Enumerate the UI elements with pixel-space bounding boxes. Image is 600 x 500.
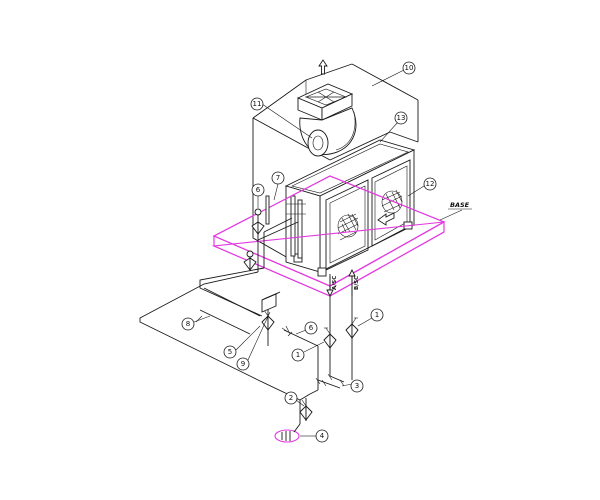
leader-lines (193, 69, 425, 437)
airflow-up-arrow (318, 59, 328, 75)
svg-text:10: 10 (405, 64, 414, 72)
valves (243, 221, 359, 422)
fittings (195, 315, 345, 387)
upper-enclosure (252, 63, 419, 259)
svg-text:11: 11 (253, 100, 262, 108)
svg-text:3: 3 (355, 382, 359, 390)
floor-drain (274, 423, 301, 443)
callout-8: 8 (181, 317, 195, 331)
svg-text:6: 6 (309, 324, 314, 332)
callout-13: 13 (394, 111, 408, 125)
svg-text:1: 1 (296, 351, 300, 359)
base-label: BASE (450, 201, 470, 209)
svg-text:8: 8 (186, 320, 190, 328)
svg-text:2: 2 (289, 394, 293, 402)
coil-cabinet (284, 139, 416, 277)
svg-text:6: 6 (256, 186, 261, 194)
svg-text:13: 13 (397, 114, 406, 122)
callout-10: 10 (402, 61, 416, 75)
callout-12: 12 (423, 177, 437, 191)
callout-1-right: 1 (370, 308, 384, 322)
callout-4: 4 (315, 429, 329, 443)
callout-6-mid: 6 (304, 321, 318, 335)
callout-9: 9 (236, 357, 250, 371)
pipe-flow-arrows (326, 268, 356, 298)
svg-text:9: 9 (241, 360, 245, 368)
callout-11: 11 (250, 97, 264, 111)
callouts: 10 11 13 12 6 7 8 5 9 6 1 1 3 2 4 (181, 61, 437, 443)
blower-fan (296, 83, 357, 157)
base-label-leader (439, 208, 472, 221)
gauges (246, 195, 270, 262)
callout-5: 5 (223, 345, 237, 359)
airflow-inlet-arrow (377, 212, 395, 226)
svg-text:1: 1 (375, 311, 379, 319)
svg-text:7: 7 (276, 174, 280, 182)
callout-2: 2 (284, 391, 298, 405)
callout-7: 7 (271, 171, 285, 185)
callout-1-left: 1 (291, 348, 305, 362)
svg-text:12: 12 (426, 180, 435, 188)
mesh-grille-left (337, 213, 359, 241)
pipe-label-a: A/SC (332, 276, 338, 290)
callout-6-top: 6 (251, 183, 265, 197)
callout-3: 3 (350, 379, 364, 393)
svg-text:4: 4 (320, 432, 325, 440)
svg-text:5: 5 (228, 348, 232, 356)
control-box (261, 291, 281, 313)
pipe-label-b: B/SC (354, 276, 360, 290)
